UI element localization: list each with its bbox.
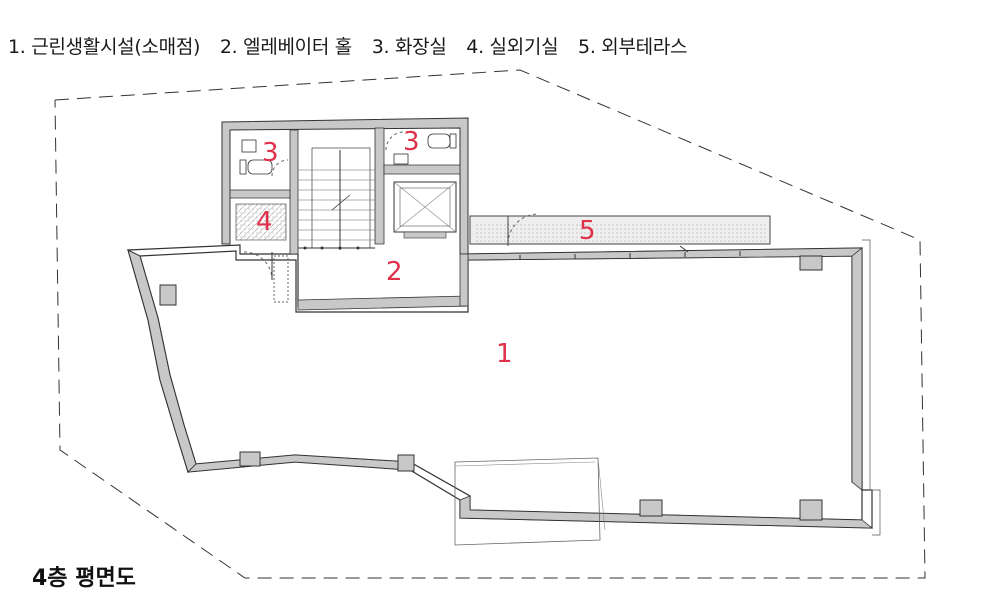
site-boundary [54,69,926,579]
plan-title: 4층 평면도 [32,566,136,591]
legend-item-restroom: 3. 화장실 [371,36,447,58]
retail-floor-walls [127,244,874,529]
legend-item-retail: 1. 근린생활시설(소매점) [8,36,201,58]
staircase [298,147,375,250]
room-number-terrace: 5 [579,216,596,246]
legend-item-elevator-hall: 2. 엘레베이터 홀 [219,36,352,58]
room-number-retail: 1 [496,339,513,369]
lower-projection [454,457,606,546]
outdoor-unit-room [235,203,287,241]
legend-item-outdoor-unit-room: 4. 실외기실 [466,36,559,58]
legend: 1. 근린생활시설(소매점) 2. 엘레베이터 홀 3. 화장실 4. 실외기실… [8,32,701,59]
room-number-outdoor-unit-room: 4 [256,207,273,237]
core-walls [221,117,469,311]
legend-item-terrace: 5. 외부테라스 [578,36,688,58]
restroom-right-fixtures [385,131,457,165]
room-number-elevator-hall: 2 [386,257,403,287]
doors [243,245,689,303]
elevator [393,181,457,239]
terrace [469,213,771,246]
room-number-restroom-right: 3 [403,127,420,157]
room-number-restroom-left: 3 [262,138,279,168]
restroom-left-fixtures [239,139,289,177]
